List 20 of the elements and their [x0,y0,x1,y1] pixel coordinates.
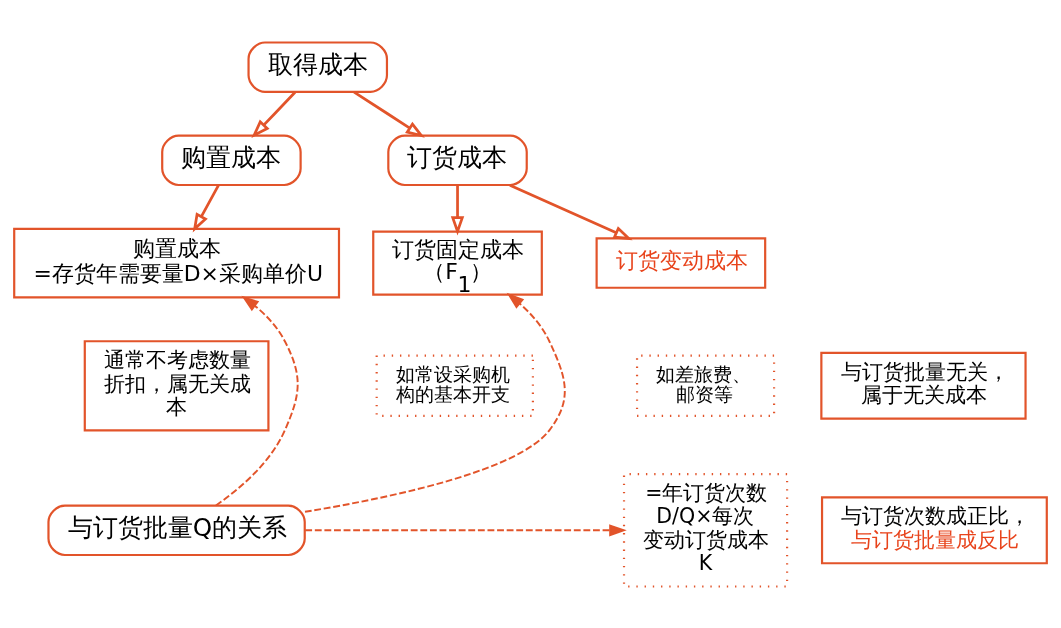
arrow [251,90,297,138]
node-box: 订货成本 [387,134,528,186]
arrow [509,183,633,240]
arrow [450,184,465,235]
node-box: 与订货次数成正比， 与订货批量成反比 [820,495,1048,564]
node-box: =年订货次数D/Q×每次变动订货成本K [622,472,789,588]
node-box: 与订货批量Q的关系 [47,504,306,556]
node-box: 通常不考虑数量折扣，属无关成本 [83,339,270,431]
node-box: 与订货批量无关，属于无关成本 [820,351,1027,420]
node-box: 订货变动成本 [595,236,767,289]
arrow [214,295,299,506]
arrow [192,184,220,232]
arrow [304,523,627,536]
arrow [353,90,425,138]
node-box: 如差旅费、邮资等 [635,354,776,417]
node-box: 购置成本 =存货年需要量D×采购单价U [13,227,341,298]
node-box: 如常设采购机构的基本开支 [375,354,534,417]
node-box: 购置成本 [161,134,302,186]
arrow [304,292,566,513]
node-box: 取得成本 [247,40,389,93]
